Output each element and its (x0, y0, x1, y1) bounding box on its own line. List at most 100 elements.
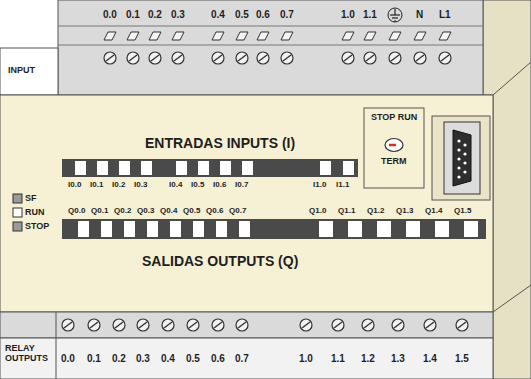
terminal-screw (104, 52, 116, 64)
terminal-slot (257, 32, 269, 40)
ground-symbol (394, 20, 396, 21)
terminal-screw (281, 52, 293, 64)
ground-symbol (394, 9, 395, 15)
terminal-number: 0.5 (235, 9, 249, 20)
terminal-screw (172, 52, 184, 64)
terminal-screw (162, 319, 174, 331)
terminal-screw (439, 52, 451, 64)
terminal-screw (257, 52, 269, 64)
terminal-slot (212, 32, 224, 40)
terminal-slot (172, 32, 184, 40)
terminal-number: 1.4 (423, 353, 437, 364)
terminal-slot (389, 32, 401, 40)
terminal-number: 0.1 (87, 353, 101, 364)
led-label: Q1.0 (309, 207, 326, 216)
terminal-number: 0.6 (211, 353, 225, 364)
output-led-bar (62, 219, 486, 239)
led-label: I0.7 (235, 181, 248, 190)
terminal-number: 0.7 (235, 353, 249, 364)
led-label: Q1.2 (367, 207, 384, 216)
led-label: Q0.4 (160, 207, 177, 216)
output-terminal-block (0, 312, 493, 338)
db9-pin (457, 175, 460, 178)
terminal-number: 0.6 (256, 9, 270, 20)
terminal-slot (127, 32, 139, 40)
led-label: I0.0 (68, 181, 81, 190)
led-label: Q0.2 (114, 207, 131, 216)
terminal-slot (364, 32, 376, 40)
input-terminal-block (58, 0, 483, 95)
input-leds (308, 161, 354, 175)
terminal-screw (456, 319, 468, 331)
output-number-strip (0, 338, 493, 379)
terminal-screw (149, 52, 161, 64)
terminal-screw (424, 319, 436, 331)
status-label: STOP (25, 222, 49, 232)
led-label: Q1.5 (454, 207, 471, 216)
terminal-screw (127, 52, 139, 64)
terminal-number: 1.3 (391, 353, 405, 364)
led-label: I1.0 (313, 181, 326, 190)
terminal-slot (439, 32, 451, 40)
db9-connector (453, 130, 471, 186)
terminal-screw (212, 52, 224, 64)
led-label: I0.5 (191, 181, 204, 190)
terminal-slot (236, 32, 248, 40)
terminal-number: 0.2 (112, 353, 126, 364)
status-label: RUN (25, 208, 45, 218)
led-label: I1.1 (336, 181, 349, 190)
led-label: I0.3 (134, 181, 147, 190)
ground-symbol (388, 8, 402, 22)
terminal-screw (342, 52, 354, 64)
status-led (13, 208, 22, 217)
port-housing (432, 116, 490, 200)
terminal-number: 0.5 (186, 353, 200, 364)
led-label: I0.6 (213, 181, 226, 190)
plc-front-panel (0, 95, 493, 312)
terminal-screw (236, 52, 248, 64)
terminal-screw (362, 319, 374, 331)
terminal-screw (364, 52, 376, 64)
terminal-slot (414, 32, 426, 40)
output-leds (304, 221, 478, 237)
terminal-number: 0.1 (126, 9, 140, 20)
status-led (13, 194, 22, 203)
terminal-number: 0.3 (171, 9, 185, 20)
led-label: I0.4 (169, 181, 182, 190)
terminal-slot (342, 32, 354, 40)
db9-pin (463, 152, 466, 155)
switch-label: TERM (381, 157, 407, 167)
housing-edge (493, 285, 531, 312)
db9-pin (457, 157, 460, 160)
terminal-screw (137, 319, 149, 331)
led-label: I0.1 (90, 181, 103, 190)
terminal-number: 1.1 (331, 353, 345, 364)
strip-divider (56, 312, 57, 379)
terminal-divider (58, 26, 483, 27)
led-label: Q0.7 (229, 207, 246, 216)
terminal-number: 0.4 (211, 9, 225, 20)
status-led (13, 222, 22, 231)
ground-symbol (392, 17, 398, 18)
led-label: Q1.3 (396, 207, 413, 216)
terminal-number: N (416, 9, 423, 20)
db9-pin (457, 139, 460, 142)
terminal-number: L1 (439, 9, 451, 20)
led-label: Q0.5 (183, 207, 200, 216)
led-label: I0.2 (112, 181, 125, 190)
section-label: INPUT (8, 66, 35, 76)
terminal-screw (212, 319, 224, 331)
db9-pin (463, 161, 466, 164)
terminal-number: 1.5 (455, 353, 469, 364)
terminal-screw (414, 52, 426, 64)
terminal-number: 0.0 (61, 353, 75, 364)
port-plate (444, 122, 480, 194)
terminal-screw (392, 319, 404, 331)
terminal-screw (236, 319, 248, 331)
ground-symbol (390, 14, 400, 15)
terminal-slot (149, 32, 161, 40)
led-label: Q0.0 (68, 207, 85, 216)
terminal-number: 0.4 (161, 353, 175, 364)
